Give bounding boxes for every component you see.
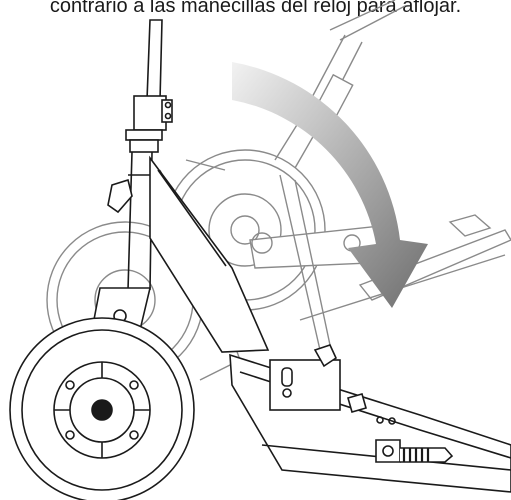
main-scooter — [9, 19, 511, 500]
instruction-caption: contrario a las manecillas del reloj par… — [49, 0, 462, 17]
rotation-arrow-icon — [232, 62, 428, 308]
